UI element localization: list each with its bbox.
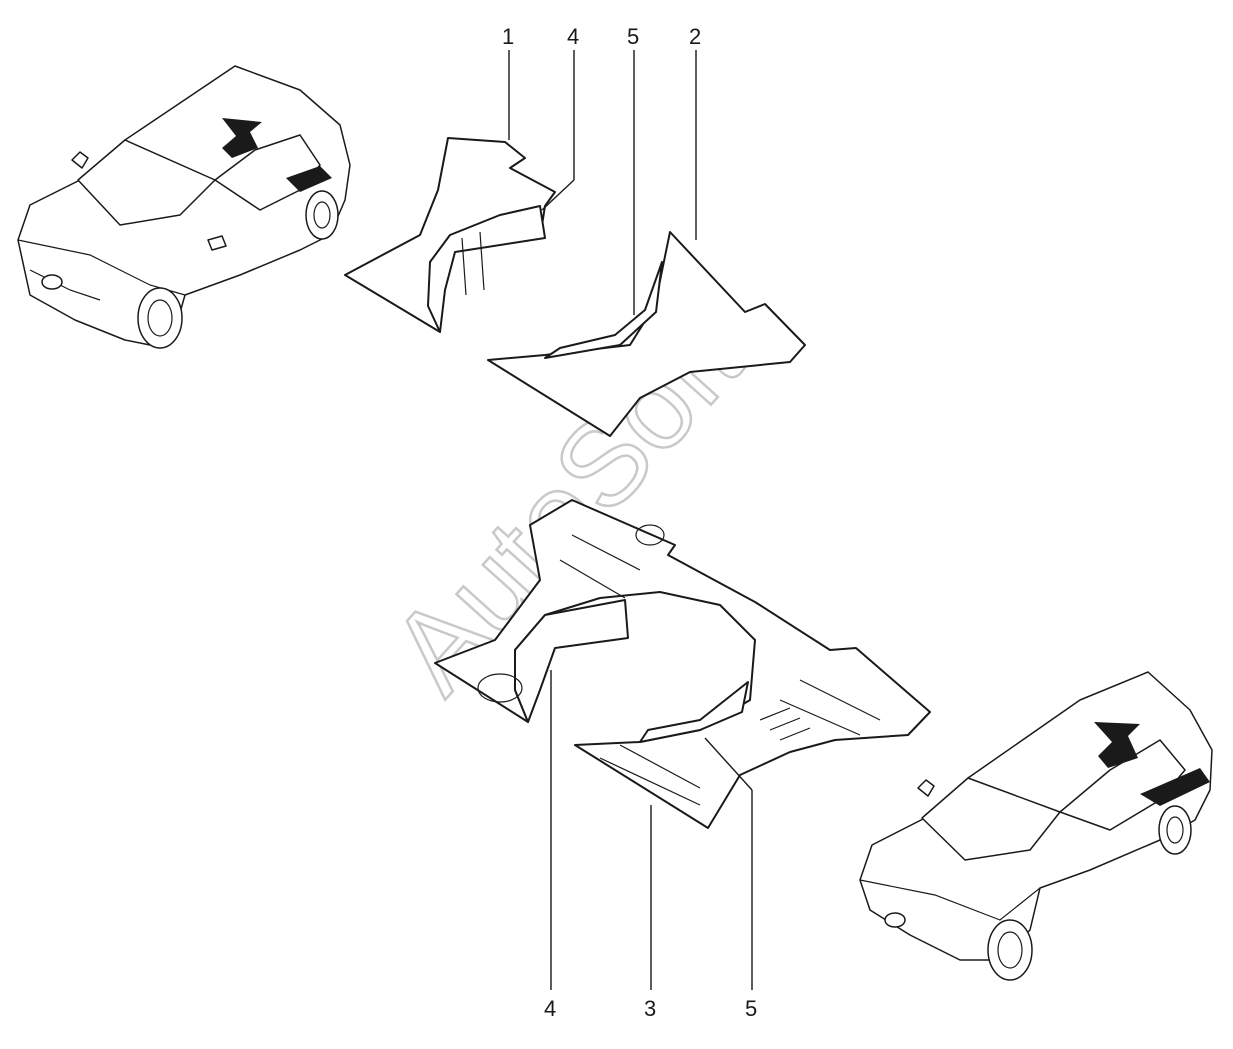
leader-top-4b (541, 179, 575, 211)
part-2-front-mat (487, 231, 806, 437)
leader-lines (508, 50, 753, 990)
car-illustration-bottom-right (859, 671, 1213, 981)
callout-bottom-3: 3 (644, 996, 656, 1021)
leader-bottom-5b (704, 737, 753, 791)
callout-numbers: 1 4 5 2 4 3 5 (502, 24, 757, 1021)
callout-bottom-4: 4 (544, 996, 556, 1021)
callout-top-4: 4 (567, 24, 579, 49)
part-3-rear-mat (434, 499, 931, 829)
car-illustration-top-left (17, 65, 351, 349)
callout-top-2: 2 (689, 24, 701, 49)
part-1-front-mat (344, 137, 556, 333)
callout-top-1: 1 (502, 24, 514, 49)
callout-top-5: 5 (627, 24, 639, 49)
callout-bottom-5: 5 (745, 996, 757, 1021)
